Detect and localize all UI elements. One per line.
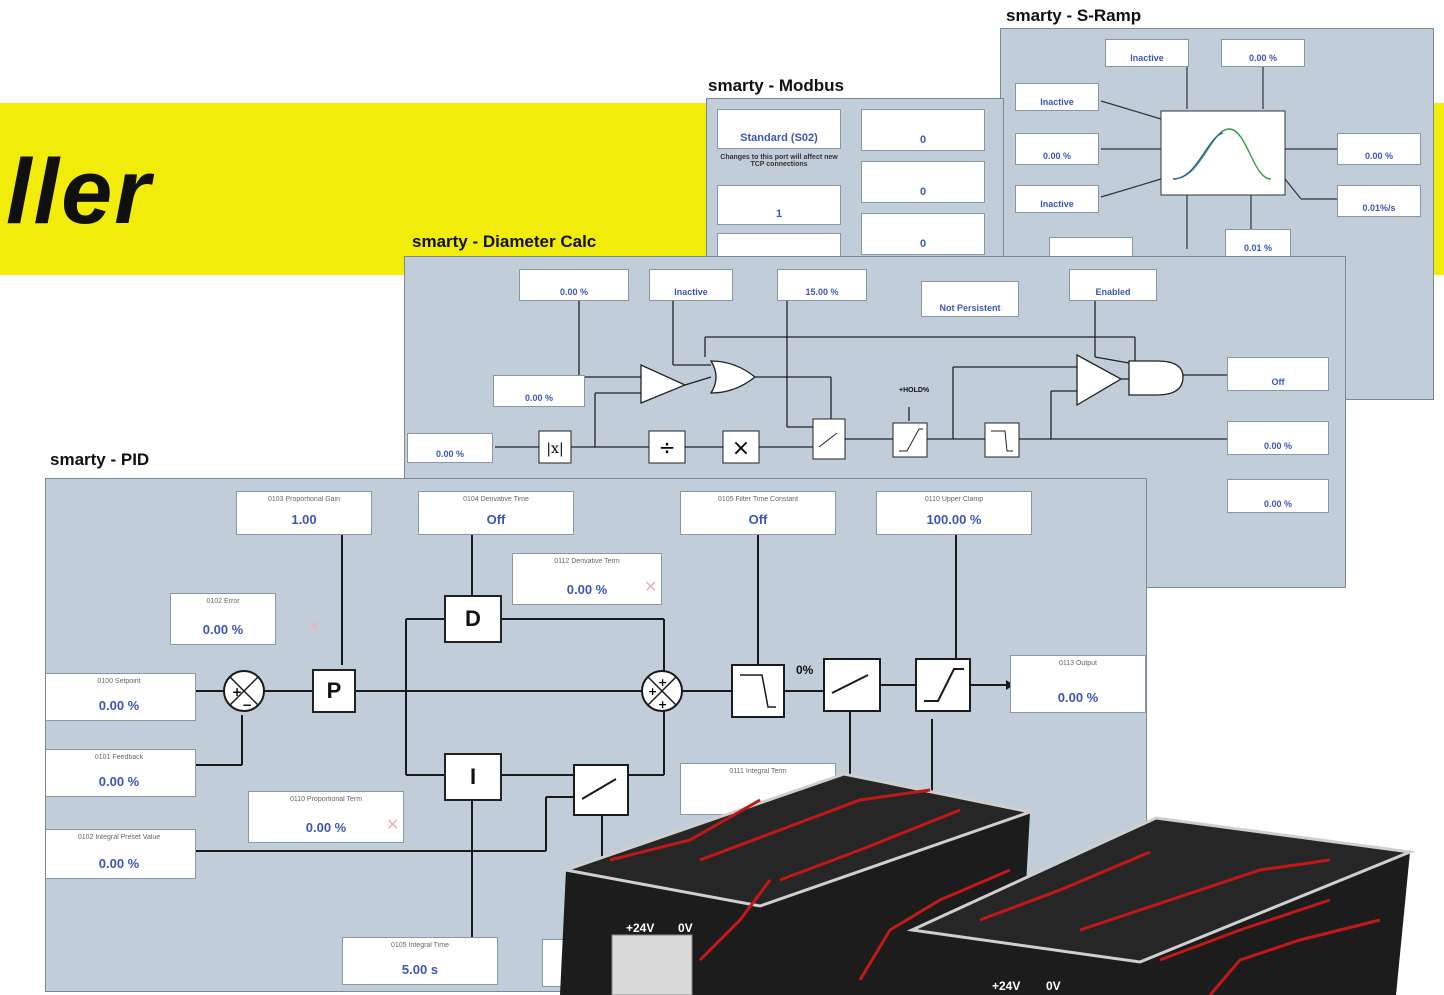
modbus-mod-box-1[interactable]: 0 [861,109,985,151]
pid-window-title: smarty - PID [50,450,150,469]
modbus-mod-box-2[interactable]: 0 [861,161,985,203]
modbus-panel[interactable]: Standard (S02) Changes to this port will… [706,98,1004,270]
zero-percent-label: 0% [796,663,814,677]
deriv-term-x-icon: ✕ [644,579,658,596]
diameter-box-4[interactable]: Not Persistent [921,281,1019,317]
sramp-box-5[interactable]: Inactive [1015,185,1099,213]
diameter-box-7[interactable]: 0.00 % [407,433,493,463]
svg-text:×: × [732,436,750,461]
modbus-note: Changes to this port will affect new TCP… [720,154,838,168]
svg-text:−: − [242,698,252,712]
sramp-box-1[interactable]: Inactive [1105,39,1189,67]
diameter-box-8[interactable]: Off [1227,357,1329,391]
modbus-window-title: smarty - Modbus [708,76,845,95]
svg-text:+: + [658,676,667,689]
diameter-box-6[interactable]: 0.00 % [493,375,585,407]
diameter-box-3[interactable]: 15.00 % [777,269,867,301]
sramp-box-3[interactable]: Inactive [1015,83,1099,111]
svg-text:+: + [232,685,242,699]
prop-term-x-icon: ✕ [386,817,400,834]
diameter-box-5[interactable]: Enabled [1069,269,1157,301]
sramp-window-title: smarty - S-Ramp [1006,6,1142,25]
svg-text:|x|: |x| [546,441,563,457]
derivative-block: D [444,595,502,643]
modbus-protocol-box[interactable]: Standard (S02) [717,109,841,149]
diameter-wires: |x| ÷ × [495,301,1227,464]
diameter-panel[interactable]: |x| ÷ × 0.00 % Inactive 15.00 % Not Pers… [404,256,1346,588]
integral-block: I [444,753,502,801]
svg-text:+: + [658,698,667,711]
modbus-mod-box-3[interactable]: 0 [861,213,985,255]
sramp-box-4[interactable]: 0.00 % [1015,133,1099,165]
sramp-wires [1100,67,1337,249]
error-x-icon: ✕ [308,619,322,636]
sramp-box-7[interactable]: 0.01%/s [1337,185,1421,217]
diameter-box-1[interactable]: 0.00 % [519,269,629,301]
integral-term-box[interactable]: 0111 Integral Term [680,763,836,815]
sramp-box-2[interactable]: 0.00 % [1221,39,1305,67]
sramp-box-6[interactable]: 0.00 % [1337,133,1421,165]
svg-text:÷: ÷ [659,435,676,459]
sramp-box-8[interactable]: 0.01 % [1225,229,1291,257]
modbus-rtu-box[interactable]: 1 [717,185,841,225]
proportional-block: P [312,669,356,713]
diameter-window-title: smarty - Diameter Calc [412,232,597,251]
diameter-box-10[interactable]: 0.00 % [1227,479,1329,513]
banner-title: ller [6,141,153,243]
diameter-box-9[interactable]: 0.00 % [1227,421,1329,455]
diameter-hold-label: +HOLD% [899,387,930,394]
partial-box[interactable] [542,939,572,987]
svg-text:+: + [648,685,657,698]
diameter-box-2[interactable]: Inactive [649,269,733,301]
